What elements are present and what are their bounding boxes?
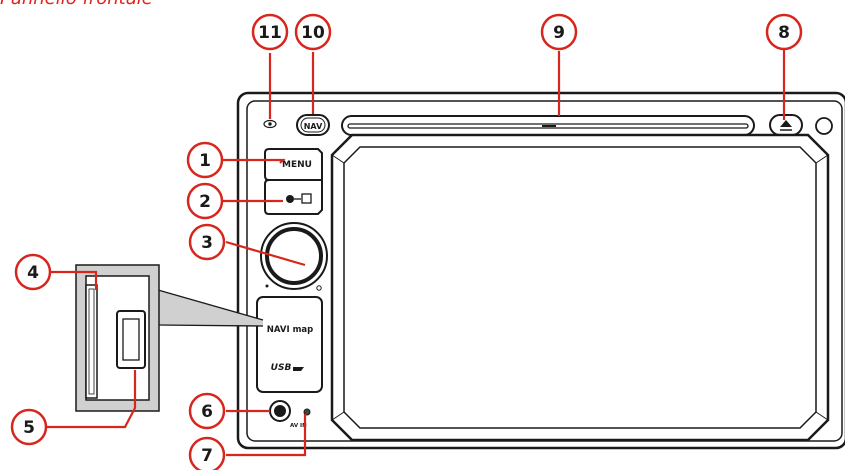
av-in-jack[interactable]: AV IN bbox=[269, 400, 307, 429]
callout-5: 5 bbox=[10, 408, 48, 446]
navi-map-label: NAVI map bbox=[267, 325, 314, 335]
zoom-connector bbox=[157, 289, 264, 327]
usb-port[interactable] bbox=[116, 310, 146, 369]
nav-button-label: NAV bbox=[304, 122, 323, 131]
callout-1: 1 bbox=[186, 141, 224, 179]
callout-number: 8 bbox=[778, 23, 790, 43]
callout-2: 2 bbox=[186, 182, 224, 220]
navi-usb-flap[interactable]: NAVI map USB bbox=[256, 296, 323, 393]
callout-number: 7 bbox=[201, 446, 213, 466]
disc-slot bbox=[341, 115, 755, 136]
inset-detail bbox=[75, 264, 160, 412]
av-in-label: AV IN bbox=[290, 423, 307, 429]
callout-number: 1 bbox=[199, 151, 211, 171]
reset-hole[interactable] bbox=[303, 408, 311, 416]
callout-6: 6 bbox=[188, 392, 226, 430]
callout-number: 3 bbox=[201, 233, 213, 253]
callout-number: 5 bbox=[23, 418, 35, 438]
callout-3: 3 bbox=[188, 223, 226, 261]
callout-number: 4 bbox=[27, 263, 39, 283]
menu-button-label: MENU bbox=[282, 160, 312, 170]
menu-button[interactable]: MENU bbox=[264, 148, 323, 181]
source-icon bbox=[286, 195, 294, 203]
power-button[interactable] bbox=[815, 117, 833, 135]
callout-number: 10 bbox=[301, 23, 325, 43]
eject-icon bbox=[780, 120, 792, 127]
callout-number: 2 bbox=[199, 192, 211, 212]
callout-11: 11 bbox=[251, 13, 289, 51]
ir-sensor bbox=[263, 119, 277, 129]
callout-7: 7 bbox=[188, 436, 226, 474]
usb-icon bbox=[293, 367, 304, 371]
volume-knob[interactable] bbox=[260, 222, 328, 291]
callout-number: 6 bbox=[201, 402, 213, 422]
sd-card-slot[interactable] bbox=[85, 284, 98, 399]
nav-button[interactable]: NAV bbox=[296, 114, 330, 136]
callout-number: 9 bbox=[553, 23, 565, 43]
eject-button[interactable] bbox=[769, 114, 803, 136]
callout-9: 9 bbox=[540, 13, 578, 51]
callout-4: 4 bbox=[14, 253, 52, 291]
callouts: 1 2 3 4 5 6 7 8 9 10 11 bbox=[10, 13, 803, 474]
callout-number: 11 bbox=[258, 23, 282, 43]
callout-8: 8 bbox=[765, 13, 803, 51]
source-button[interactable] bbox=[264, 179, 323, 215]
usb-label: USB bbox=[271, 363, 292, 373]
display-screen bbox=[330, 133, 830, 442]
diagram-caption: Pannello frontale bbox=[0, 0, 153, 9]
callout-10: 10 bbox=[294, 13, 332, 51]
leader-lines bbox=[47, 50, 786, 457]
